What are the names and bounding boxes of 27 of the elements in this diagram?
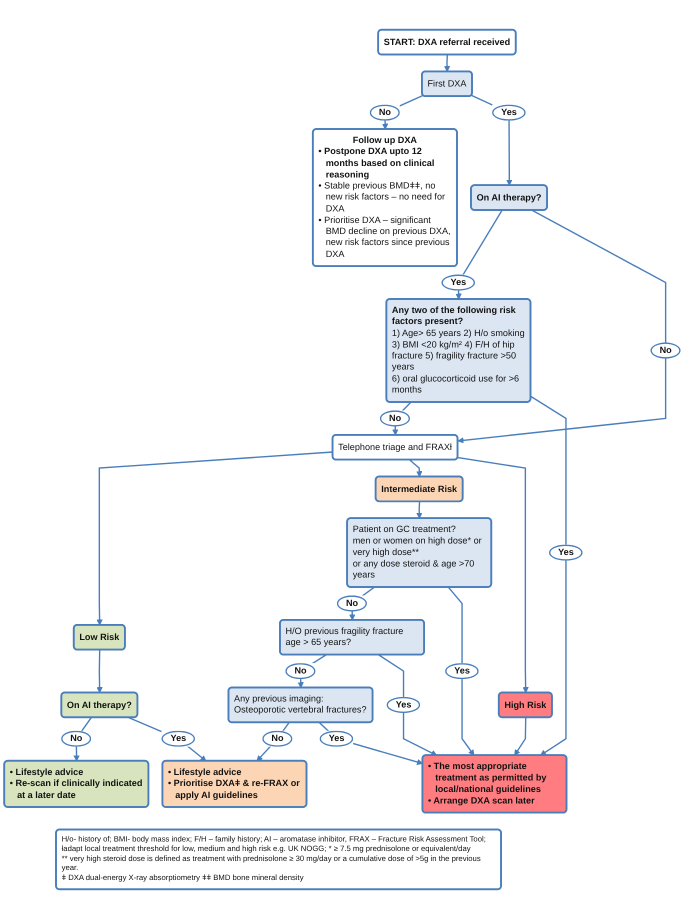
edge-label: No (378, 106, 391, 118)
edge-label: Yes (328, 732, 344, 744)
edge-label: Yes (501, 106, 517, 118)
arrow (128, 717, 206, 762)
arrow (416, 502, 422, 519)
arrow (458, 456, 529, 694)
edge-label: No (70, 732, 82, 744)
edge-label: Yes (454, 665, 470, 676)
arrow (514, 718, 526, 756)
arrow (409, 460, 422, 478)
edge-label: No (346, 598, 358, 608)
edge-label: No (271, 732, 284, 744)
arrow (444, 54, 450, 72)
edge-label: Yes (558, 546, 574, 558)
arrow (96, 650, 103, 694)
arrow (530, 396, 567, 756)
edge-label: No (294, 665, 307, 676)
arrow (458, 210, 666, 444)
edge-label: Yes (450, 276, 466, 288)
edge-label: No (660, 344, 672, 356)
arrow (318, 722, 423, 766)
arrow (448, 586, 474, 756)
edge-label: No (389, 412, 402, 424)
arrow (96, 451, 333, 626)
edge-label: Yes (170, 732, 186, 744)
edge-label: Yes (396, 698, 412, 710)
arrow (378, 654, 438, 756)
